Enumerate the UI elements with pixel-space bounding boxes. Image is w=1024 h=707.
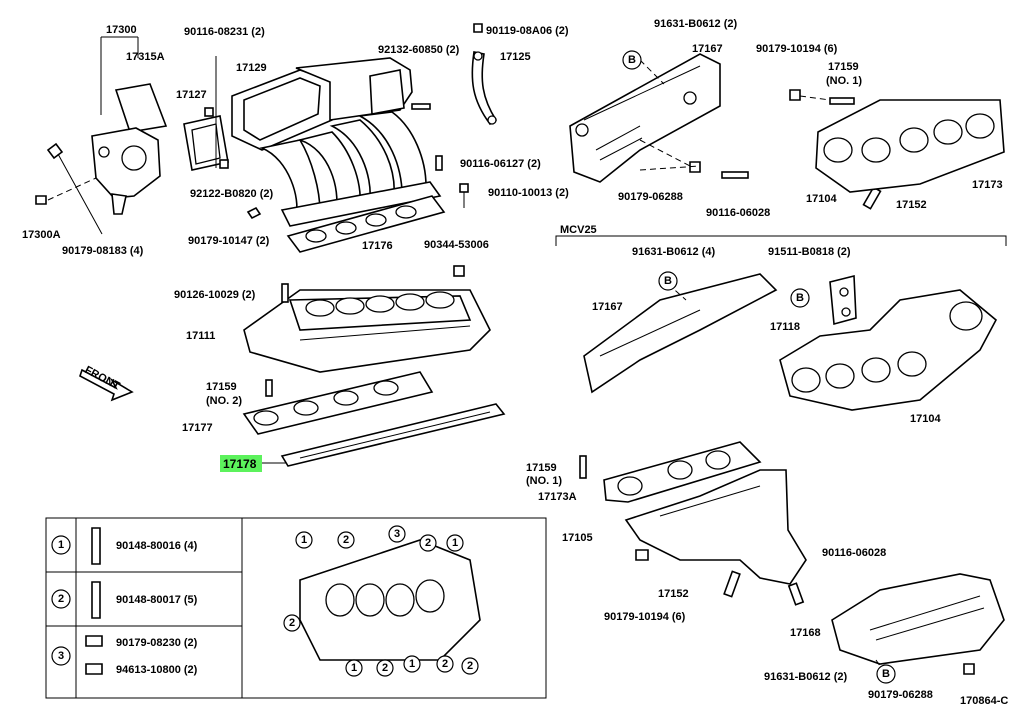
fasteners-top-right — [639, 89, 882, 210]
label-17159-no1-top: 17159 — [828, 61, 859, 73]
label-91631-B0612-top: 91631-B0612 (2) — [654, 18, 738, 30]
label-17111: 17111 — [186, 330, 215, 342]
label-90344-53006: 90344-53006 — [424, 239, 489, 251]
label-90116-06028-bot: 90116-06028 — [822, 547, 886, 559]
svg-text:1: 1 — [409, 658, 415, 670]
fasteners-top-center — [204, 23, 498, 277]
label-17176: 17176 — [362, 240, 393, 252]
label-90119-08A06: 90119-08A06 (2) — [486, 25, 569, 37]
label-no2: (NO. 2) — [206, 395, 242, 407]
label-90179-10194-bot: 90179-10194 (6) — [604, 611, 686, 623]
label-17125: 17125 — [500, 51, 531, 63]
label-no1-top: (NO. 1) — [826, 75, 862, 87]
reference-b-markers: B B B B — [622, 50, 896, 684]
legend-table — [45, 517, 547, 699]
legend-marker-3: 3 — [58, 650, 64, 662]
legend-part-2: 90148-80017 (5) — [116, 594, 198, 606]
exhaust-manifold-17104-top — [815, 99, 1005, 193]
svg-text:3: 3 — [394, 528, 400, 540]
legend-part-3a: 90179-08230 (2) — [116, 637, 198, 649]
label-diagram-code: 170864-C — [960, 695, 1008, 707]
legend-marker-1: 1 — [58, 539, 64, 551]
svg-text:2: 2 — [442, 658, 448, 670]
label-17177: 17177 — [182, 422, 213, 434]
label-17159-no1-bot: 17159 — [526, 462, 557, 474]
intake-manifold-17129 — [183, 57, 442, 227]
svg-text:2: 2 — [467, 660, 473, 672]
part-labels: 17300 17315A 17300A 90179-08183 (4) 9011… — [22, 18, 1008, 707]
label-17127: 17127 — [176, 89, 207, 101]
label-17173: 17173 — [972, 179, 1003, 191]
label-90110-10013: 90110-10013 (2) — [488, 187, 569, 199]
heat-insulator-17167-mid — [583, 273, 778, 394]
svg-text:2: 2 — [343, 534, 349, 546]
throttle-body-group — [35, 36, 168, 235]
marker-b-mid-right: B — [796, 292, 804, 304]
svg-text:2: 2 — [289, 617, 295, 629]
intake-plenum-17111 — [243, 283, 491, 373]
heat-insulator-17167-top — [569, 53, 721, 183]
label-17159-no2: 17159 — [206, 381, 237, 393]
throttle-body-gasket — [114, 83, 168, 133]
exhaust-manifold-17104-mid — [779, 289, 998, 411]
gasket-17173A — [579, 441, 762, 503]
label-92132-60850: 92132-60850 (2) — [378, 44, 460, 56]
label-17152-bot: 17152 — [658, 588, 689, 600]
label-17104-mid: 17104 — [910, 413, 941, 425]
svg-text:1: 1 — [351, 662, 357, 674]
exhaust-manifold-17105 — [624, 469, 807, 606]
label-17168: 17168 — [790, 627, 821, 639]
label-91511-B0818: 91511-B0818 (2) — [768, 246, 851, 258]
label-17104-top: 17104 — [806, 193, 837, 205]
legend-entries: 1 90148-80016 (4) 2 90148-80017 (5) 3 90… — [51, 525, 479, 677]
label-91631-B0612-bot: 91631-B0612 (2) — [764, 671, 848, 683]
bolt-17300A — [35, 195, 47, 205]
highlight-17178 — [220, 455, 262, 472]
label-17173A: 17173A — [538, 491, 577, 503]
legend-part-3b: 94613-10800 (2) — [116, 664, 198, 676]
label-90179-10194-top: 90179-10194 (6) — [756, 43, 838, 55]
label-90179-06288-bot: 90179-06288 — [868, 689, 933, 701]
legend-marker-2: 2 — [58, 593, 64, 605]
legend-part-1: 90148-80016 (4) — [116, 540, 198, 552]
svg-text:2: 2 — [425, 537, 431, 549]
label-91631-B0612-4: 91631-B0612 (4) — [632, 246, 716, 258]
gasket-17176 — [286, 195, 446, 253]
front-direction-arrow — [79, 368, 134, 402]
label-90116-06127: 90116-06127 (2) — [460, 158, 541, 170]
label-90116-06028-top: 90116-06028 — [706, 207, 770, 219]
label-90179-08183: 90179-08183 (4) — [62, 245, 144, 257]
label-17152-top: 17152 — [896, 199, 927, 211]
label-92122-B0820: 92122-B0820 (2) — [190, 188, 274, 200]
gasket-17177 — [242, 371, 434, 435]
label-17105: 17105 — [562, 532, 593, 544]
label-mcv25: MCV25 — [560, 224, 597, 236]
label-90116-08231: 90116-08231 (2) — [184, 26, 265, 38]
label-17167-top: 17167 — [692, 43, 723, 55]
label-17118: 17118 — [770, 321, 800, 333]
bracket-17118 — [829, 274, 857, 326]
marker-b-bottom: B — [882, 668, 890, 680]
label-no1-bot: (NO. 1) — [526, 475, 562, 487]
label-90179-10147: 90179-10147 (2) — [188, 235, 270, 247]
label-17315A: 17315A — [126, 51, 165, 63]
label-17129: 17129 — [236, 62, 267, 74]
label-17178[interactable]: 17178 — [223, 457, 257, 471]
label-90126-10029: 90126-10029 (2) — [174, 289, 256, 301]
svg-text:1: 1 — [452, 537, 458, 549]
marker-b-top: B — [628, 54, 636, 66]
mcv25-bracket-line — [555, 235, 1007, 246]
label-17167-mid: 17167 — [592, 301, 623, 313]
marker-b-mid-left: B — [664, 275, 672, 287]
svg-text:2: 2 — [382, 662, 388, 674]
label-90179-06288-top: 90179-06288 — [618, 191, 683, 203]
label-17300A: 17300A — [22, 229, 61, 241]
svg-text:1: 1 — [301, 534, 307, 546]
heat-insulator-17168 — [831, 573, 1005, 675]
label-17300: 17300 — [106, 24, 137, 36]
